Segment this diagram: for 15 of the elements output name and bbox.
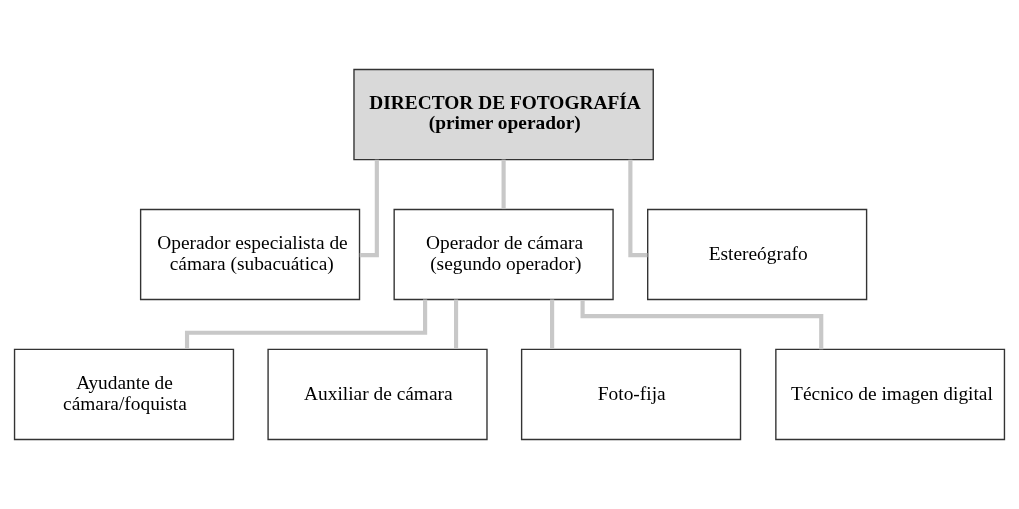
connector xyxy=(628,159,648,258)
node-box: Ayudante de cámara/foquista xyxy=(13,348,235,441)
connector xyxy=(184,299,428,349)
node-box: Técnico de imagen digital xyxy=(775,348,1006,441)
node-box: DIRECTOR DE FOTOGRAFÍA (primer operador) xyxy=(353,68,654,161)
connector xyxy=(550,299,555,349)
node-box: Auxiliar de cámara xyxy=(267,348,488,441)
node-box: Foto-fija xyxy=(520,348,742,441)
connector xyxy=(359,159,379,258)
node-box: Operador especialista de cámara (subacuática) xyxy=(139,208,361,301)
node-box: Estereógrafo xyxy=(647,208,868,301)
connector xyxy=(580,299,824,350)
connector xyxy=(501,159,506,210)
connector xyxy=(453,299,459,349)
node-box: Operador de cámara (segundo operador) xyxy=(393,208,614,301)
